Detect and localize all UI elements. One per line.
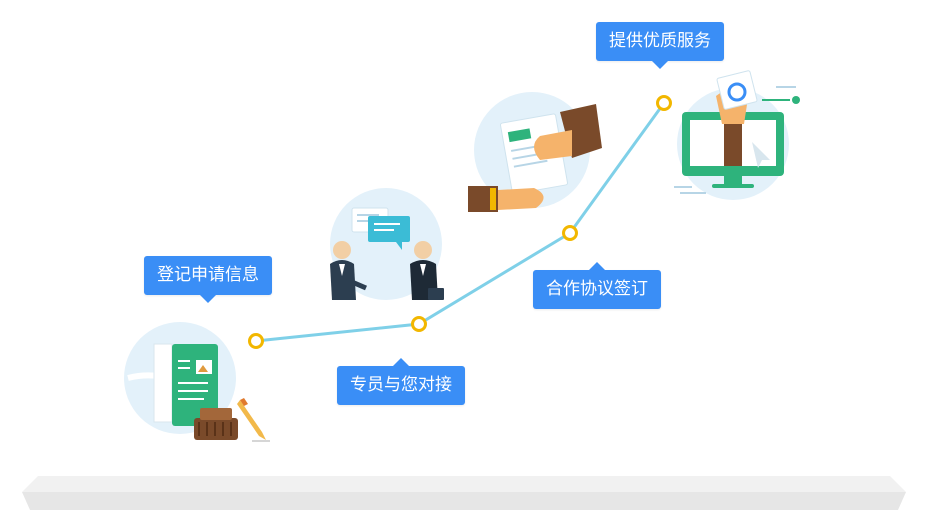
step-node-2	[411, 316, 427, 332]
step-label-4: 提供优质服务	[596, 22, 724, 69]
step-node-1	[248, 333, 264, 349]
floor-shelf	[22, 476, 906, 510]
step-label-1: 登记申请信息	[144, 256, 272, 303]
progress-line	[255, 102, 666, 343]
handshake-contract-icon	[468, 92, 602, 212]
document-pen-icon	[124, 322, 270, 442]
monitor-service-icon	[674, 70, 800, 200]
step-node-4	[656, 95, 672, 111]
consultant-chat-icon	[330, 188, 444, 300]
step-label-2: 专员与您对接	[337, 358, 465, 405]
step-label-3: 合作协议签订	[533, 262, 661, 309]
step-node-3	[562, 225, 578, 241]
